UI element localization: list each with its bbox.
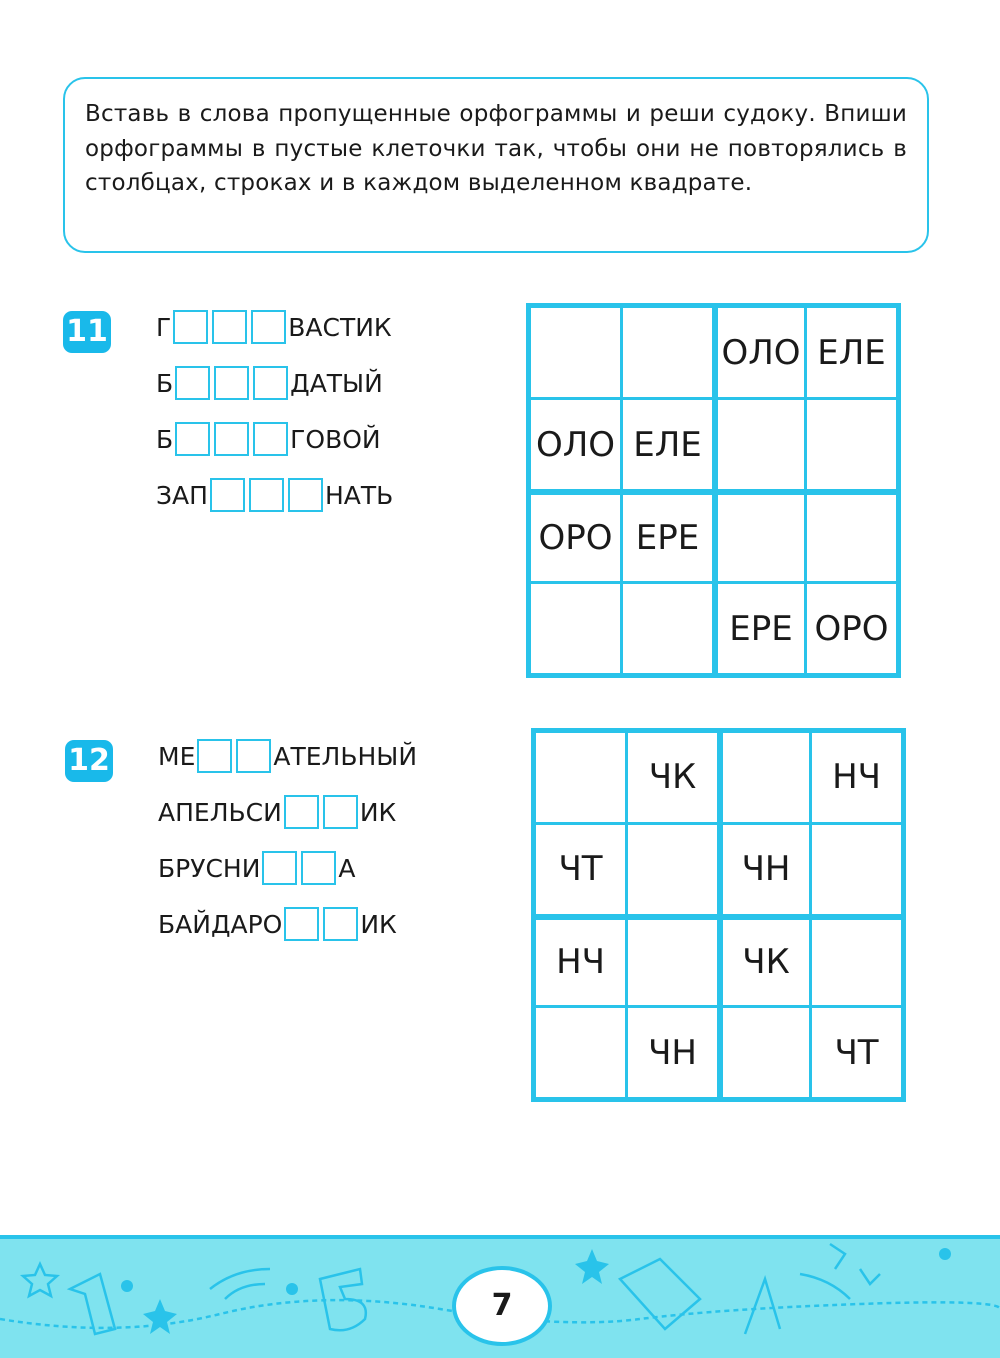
sudoku-cell: ЧН bbox=[628, 1008, 717, 1097]
sudoku-cell[interactable] bbox=[536, 1008, 625, 1097]
letter-box[interactable] bbox=[214, 366, 250, 400]
letter-box[interactable] bbox=[209, 478, 245, 512]
sudoku-cell: ЧТ bbox=[536, 824, 625, 914]
letter-box[interactable] bbox=[253, 366, 289, 400]
word-prefix: АПЕЛЬСИ bbox=[158, 797, 282, 827]
letter-box[interactable] bbox=[175, 366, 211, 400]
sudoku-cell: ЧН bbox=[723, 824, 809, 914]
sudoku-cell: ЧК bbox=[723, 919, 809, 1006]
sudoku-cell: ОРО bbox=[807, 584, 896, 673]
sudoku-cell: ЕРЕ bbox=[623, 495, 712, 581]
exercise-number-12: 12 bbox=[65, 740, 113, 782]
word-suffix: А bbox=[338, 853, 356, 883]
page-number: 7 bbox=[452, 1266, 552, 1346]
word-row: ЗАП НАТЬ bbox=[156, 478, 393, 512]
word-suffix: ГОВОЙ bbox=[290, 424, 381, 454]
sudoku-cell[interactable] bbox=[623, 308, 712, 397]
sudoku-cell: ЧТ bbox=[812, 1008, 901, 1097]
word-row: Г ВАСТИК bbox=[156, 310, 392, 344]
sudoku-cell: ЕЛЕ bbox=[807, 308, 896, 397]
task-instructions: Вставь в слова пропущенные орфограммы и … bbox=[63, 77, 929, 253]
sudoku-cell[interactable] bbox=[718, 400, 804, 489]
word-row: Б ГОВОЙ bbox=[156, 422, 381, 456]
sudoku-cell: ОЛО bbox=[531, 400, 620, 489]
letter-box[interactable] bbox=[283, 795, 319, 829]
sudoku-cell: ЕЛЕ bbox=[623, 400, 712, 489]
word-suffix: ИК bbox=[360, 909, 397, 939]
word-prefix: Г bbox=[156, 312, 172, 342]
sudoku-cell[interactable] bbox=[723, 733, 809, 822]
sudoku-cell[interactable] bbox=[807, 495, 896, 581]
letter-box[interactable] bbox=[323, 907, 359, 941]
word-suffix: ВАСТИК bbox=[288, 312, 392, 342]
sudoku-cell[interactable] bbox=[531, 584, 620, 673]
letter-box[interactable] bbox=[262, 851, 298, 885]
letter-box[interactable] bbox=[197, 739, 233, 773]
word-row: Б ДАТЫЙ bbox=[156, 366, 383, 400]
sudoku-cell: ОЛО bbox=[718, 308, 804, 397]
sudoku-cell: ОРО bbox=[531, 495, 620, 581]
sudoku-cell[interactable] bbox=[628, 919, 717, 1006]
letter-box[interactable] bbox=[287, 478, 323, 512]
word-suffix: АТЕЛЬНЫЙ bbox=[273, 741, 418, 771]
sudoku-cell[interactable] bbox=[628, 824, 717, 914]
letter-box[interactable] bbox=[214, 422, 250, 456]
sudoku-cell: ЕРЕ bbox=[718, 584, 804, 673]
word-row: АПЕЛЬСИ ИК bbox=[158, 795, 396, 829]
word-suffix: ИК bbox=[359, 797, 397, 827]
word-suffix: ДАТЫЙ bbox=[290, 368, 383, 398]
sudoku-cell[interactable] bbox=[623, 584, 712, 673]
sudoku-cell: НЧ bbox=[536, 919, 625, 1006]
letter-box[interactable] bbox=[284, 907, 320, 941]
word-suffix: НАТЬ bbox=[324, 480, 394, 510]
letter-box[interactable] bbox=[173, 310, 209, 344]
letter-box[interactable] bbox=[212, 310, 248, 344]
letter-box[interactable] bbox=[251, 310, 287, 344]
sudoku-cell[interactable] bbox=[536, 733, 625, 822]
sudoku-cell[interactable] bbox=[531, 308, 620, 397]
word-prefix: БРУСНИ bbox=[158, 853, 261, 883]
sudoku-cell[interactable] bbox=[807, 400, 896, 489]
word-prefix: Б bbox=[156, 424, 174, 454]
word-prefix: МЕ bbox=[158, 741, 196, 771]
letter-box[interactable] bbox=[322, 795, 358, 829]
exercise-number-11: 11 bbox=[63, 311, 111, 353]
letter-box[interactable] bbox=[301, 851, 337, 885]
sudoku-cell[interactable] bbox=[723, 1008, 809, 1097]
sudoku-cell[interactable] bbox=[718, 495, 804, 581]
letter-box[interactable] bbox=[253, 422, 289, 456]
word-prefix: ЗАП bbox=[156, 480, 208, 510]
letter-box[interactable] bbox=[248, 478, 284, 512]
word-prefix: БАЙДАРО bbox=[158, 909, 283, 939]
letter-box[interactable] bbox=[236, 739, 272, 773]
sudoku-cell[interactable] bbox=[812, 824, 901, 914]
sudoku-cell[interactable] bbox=[812, 919, 901, 1006]
sudoku-cell: НЧ bbox=[812, 733, 901, 822]
word-row: БАЙДАРО ИК bbox=[158, 907, 397, 941]
sudoku-cell: ЧК bbox=[628, 733, 717, 822]
letter-box[interactable] bbox=[175, 422, 211, 456]
word-row: БРУСНИ А bbox=[158, 851, 356, 885]
word-row: МЕ АТЕЛЬНЫЙ bbox=[158, 739, 417, 773]
word-prefix: Б bbox=[156, 368, 174, 398]
